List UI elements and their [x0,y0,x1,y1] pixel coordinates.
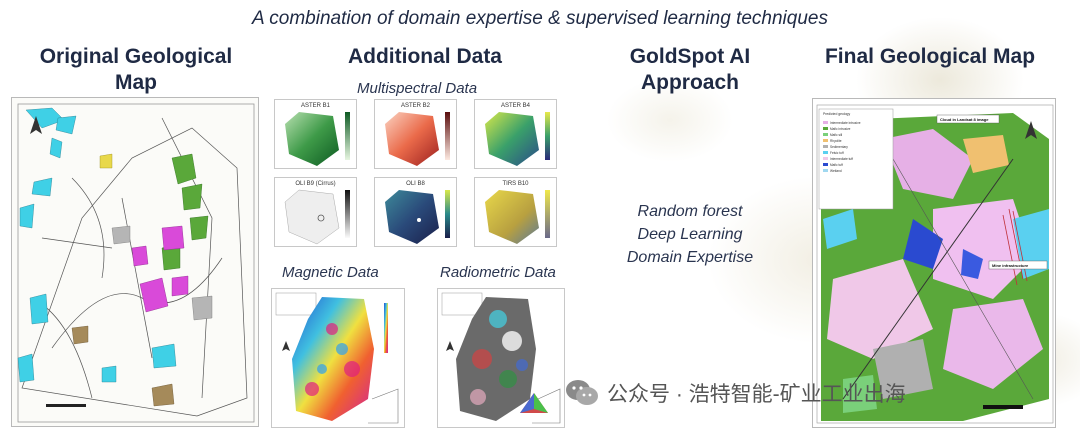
panel-title: OLI B8 [406,181,425,187]
legend-label-sedimentary: Sedimentary [830,145,848,149]
aster-b2-image [385,112,439,166]
colorbar [445,190,450,238]
radiometric-data-map [437,288,565,428]
colorbar [445,112,450,160]
oli-b8-image [385,190,439,244]
goldspot-ai-heading-line2: Approach [640,71,739,94]
panel-title: ASTER B4 [500,103,530,109]
final-geological-map: Predicted geology Intermediate intrusive… [812,98,1056,428]
callout-mine: Mine infrastructure [992,263,1029,268]
additional-data-heading: Additional Data [347,45,502,68]
legend-label-felsic-tuff: Felsic tuff [830,151,844,155]
callout-cloud: Cloud in Landsat 8 image [940,117,989,122]
legend-label-rhyolite: Rhyolite [830,139,842,143]
multispectral-panel-aster-b2: ASTER B2 [374,99,457,169]
colorbar [345,112,350,160]
panel-title: OLI B9 (Cirrus) [295,181,336,187]
aster-b1-image [285,112,339,166]
multispectral-panel-aster-b4: ASTER B4 [474,99,557,169]
colorbar [545,112,550,160]
legend-label-intermediate-tuff: Intermediate tuff [830,157,853,161]
panel-title: ASTER B2 [400,103,430,109]
goldspot-ai-heading-line1: GoldSpot AI [629,45,751,68]
magnetic-data-map [271,288,405,428]
multispectral-panel-aster-b1: ASTER B1 [274,99,357,169]
legend-item: Predicted geology [823,112,850,116]
watermark-text: 公众号 · 浩特智能-矿业工业出海 [607,383,906,406]
legend-label-mafic-intrusive: Mafic intrusive [830,127,851,131]
legend-label-mafic-sill: Mafic sill [830,133,843,137]
magnetic-label: Magnetic Data [282,264,379,281]
legend-label-intermediate-intrusive: Intermediate intrusive [830,121,861,125]
tagline: A combination of domain expertise & supe… [252,8,828,29]
panel-title: TIRS B10 [502,181,529,187]
watermark: 公众号 · 浩特智能-矿业工业出海 [565,378,906,408]
tirs-b10-image [485,190,539,244]
goldspot-ai-heading: GoldSpot AI Approach [600,44,780,96]
magnetic-map-drawing [275,292,399,424]
ai-methods-list: Random forest Deep Learning Domain Exper… [600,200,780,269]
ai-method-domain-expertise: Domain Expertise [626,249,754,266]
radiometric-map-drawing [441,292,561,424]
final-map-heading: Final Geological Map [824,45,1036,68]
radiometric-label: Radiometric Data [440,264,556,281]
colorbar [345,190,350,238]
multispectral-panel-oli-b8: OLI B8 [374,177,457,247]
original-geological-map [11,97,259,427]
original-map-heading-line1: Original Geological [39,45,233,68]
colorbar [545,190,550,238]
ai-method-deep-learning: Deep Learning [637,226,743,243]
aster-b4-image [485,112,539,166]
legend-label-mafic-tuff: Mafic tuff [830,163,843,167]
original-map-heading: Original Geological Map [30,44,242,96]
ai-method-random-forest: Random forest [637,203,743,220]
final-map-drawing: Predicted geology Intermediate intrusive… [816,104,1054,424]
panel-title: ASTER B1 [300,103,330,109]
oli-b9-image [284,189,340,245]
legend-label-wetland: Wetland [830,169,842,173]
wechat-icon [565,378,599,408]
multispectral-label: Multispectral Data [357,80,478,97]
original-map-drawing [17,103,255,423]
multispectral-panel-tirs-b10: TIRS B10 [474,177,557,247]
north-arrow-icon [1025,121,1037,139]
multispectral-panel-oli-b9: OLI B9 (Cirrus) [274,177,357,247]
original-map-heading-line2: Map [115,71,157,94]
